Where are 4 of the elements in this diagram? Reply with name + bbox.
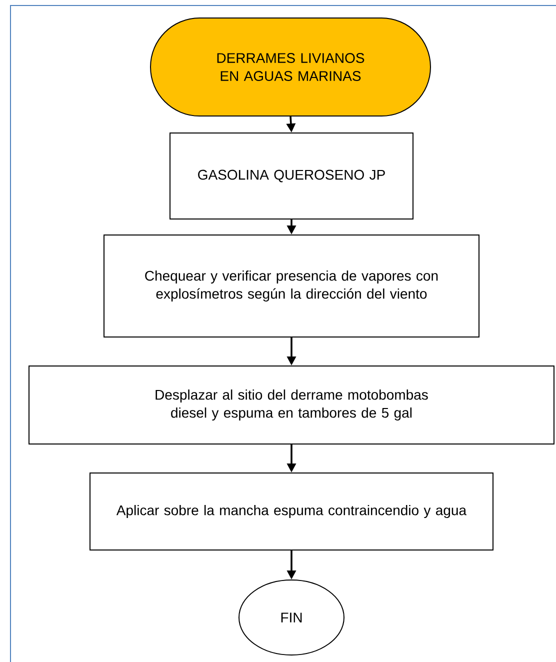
process-box: Aplicar sobre la mancha espuma contraincendio y agua [90,472,494,550]
process-box: GASOLINA QUEROSENO JP [170,132,414,220]
process-box: Desplazar al sitio del derrame motobombas diesel y espuma en tambores de 5 gal [28,366,554,444]
process-box: Chequear y verificar presencia de vapores con explosímetros según la dirección del viento [104,234,480,338]
